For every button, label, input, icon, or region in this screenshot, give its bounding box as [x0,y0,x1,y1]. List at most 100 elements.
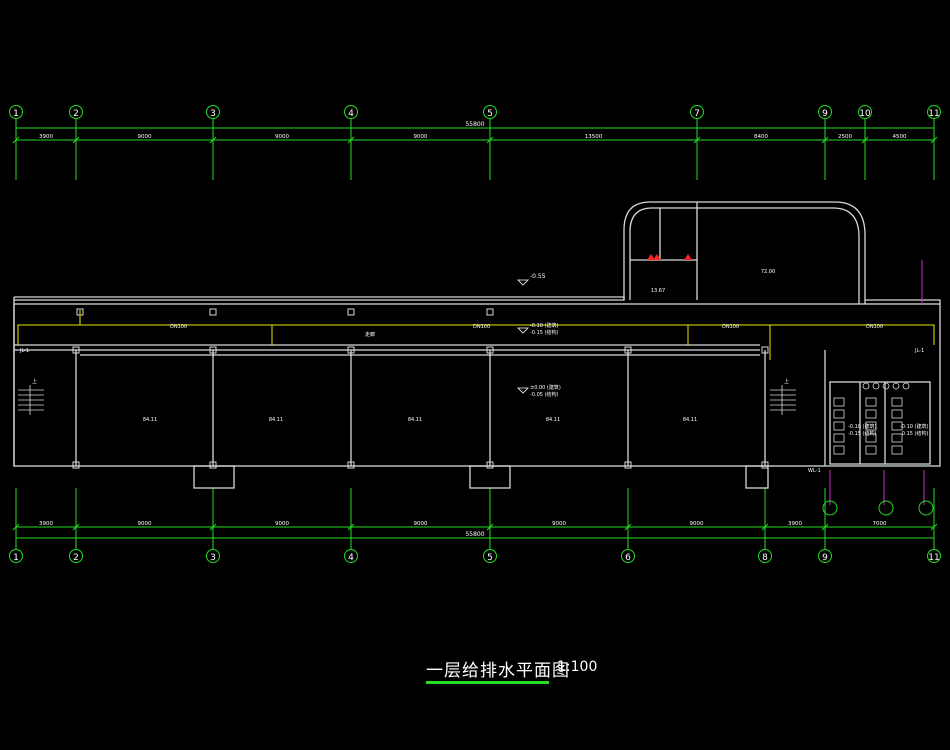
level-markers [517,279,529,394]
column [347,461,355,469]
wc-level-4: -0.15 (结构) [900,430,928,437]
grid-label: 2 [73,109,79,119]
drawing-title-block: 一层给排水平面图 1:100 [426,656,626,686]
toilet-stall [891,397,903,407]
grid-bubble-bottom-3: 3 [206,488,220,563]
grid-bubble-bottom-6: 6 [621,488,635,563]
washbasin [882,382,890,390]
column [486,346,494,354]
column [486,308,494,316]
column [761,346,769,354]
stair-up-right: 上 [784,378,789,385]
toilet-stall [833,445,845,455]
washbasin [872,382,880,390]
pipe-label-3: DN100 [722,324,739,330]
wc-level-1: -0.10 (建筑) [848,423,876,430]
grid-label: 3 [210,553,216,563]
dimension-segment: 9000 [414,134,428,140]
column [72,461,80,469]
drawing-title: 一层给排水平面图 [426,661,570,681]
dimension-segment: 13500 [585,134,603,140]
grid-label: 11 [928,109,939,119]
column [209,308,217,316]
column [624,346,632,354]
grid-bubble-bottom-9: 9 [818,488,832,563]
grid-label: 2 [73,553,79,563]
column [347,346,355,354]
wc-level-3: -0.10 (建筑) [900,423,928,430]
level-corridor-2: -0.15 (结构) [530,329,558,336]
grid-label: 5 [487,109,493,119]
column [72,346,80,354]
grid-label: 9 [822,109,828,119]
grid-bubble-top-4: 4 [344,105,358,180]
building-walls [13,201,941,489]
toilet-stall [833,421,845,431]
dimension-segment: 9000 [138,521,152,527]
top-dimension-total: 55800 [465,121,484,128]
toilet-stall [865,421,877,431]
grid-label: 1 [13,109,19,119]
level-main: ±0.00 (建筑) [530,384,561,391]
grid-bubble-top-10: 10 [858,105,872,180]
dimension-segment: 3900 [39,134,53,140]
grid-label: 11 [928,553,939,563]
stair-right [770,385,796,415]
grid-label: 9 [822,553,828,563]
toilet-stall [865,409,877,419]
level-main-2: -0.05 (结构) [530,391,558,398]
bottom-dimension-total: 55800 [465,531,484,538]
grid-label: 4 [348,109,354,119]
grid-bubble-top-2: 2 [69,105,83,180]
drain-label: WL-1 [808,468,821,474]
dimension-segment: 9000 [414,521,428,527]
room-area-1: 84.11 [143,417,157,423]
grid-label: 4 [348,553,354,563]
wc-level-2: -0.15 (结构) [848,430,876,437]
dimension-segment: 9000 [275,521,289,527]
top-dimension-chain [15,120,935,180]
toilet-stall [891,445,903,455]
bottom-dimension-chain [15,488,935,545]
stair-left [18,385,44,415]
toilet-stall [833,433,845,443]
column [209,346,217,354]
toilet-stall [865,397,877,407]
dimension-segment: 9000 [690,521,704,527]
corridor-label: 走廊 [365,331,375,338]
dimension-segment: 9000 [138,134,152,140]
drawing-scale: 1:100 [557,659,598,675]
grid-bubble-bottom-5: 5 [483,488,497,563]
washbasin [862,382,870,390]
room-area-7: 13.67 [651,288,665,294]
column [486,461,494,469]
column [209,461,217,469]
room-area-4: 84.11 [546,417,560,423]
room-area-6: 72.00 [761,269,775,275]
level-outdoor: -0.55 [530,273,546,280]
riser-tags [822,500,934,516]
toilet-stall [833,397,845,407]
grid-label: 6 [625,553,631,563]
grid-bubble-top-9: 9 [818,105,832,180]
column [347,308,355,316]
toilet-stall [891,409,903,419]
drainage-risers [829,260,925,505]
toilet-stall [833,409,845,419]
toilet-stall [891,421,903,431]
dimension-segment: 4500 [893,134,907,140]
toilet-stall [865,445,877,455]
structural-columns [72,308,769,469]
grid-bubble-top-5: 5 [483,105,497,180]
grid-bubble-top-3: 3 [206,105,220,180]
grid-label: 3 [210,109,216,119]
column [761,461,769,469]
top-grid-axis: 1 2 3 4 5 7 9 10 11 [9,105,941,180]
water-inlet-label: JL-1 [19,348,29,354]
dimension-segment: 9000 [552,521,566,527]
grid-bubble-top-7: 7 [690,105,704,180]
dimension-segment: 3900 [39,521,53,527]
